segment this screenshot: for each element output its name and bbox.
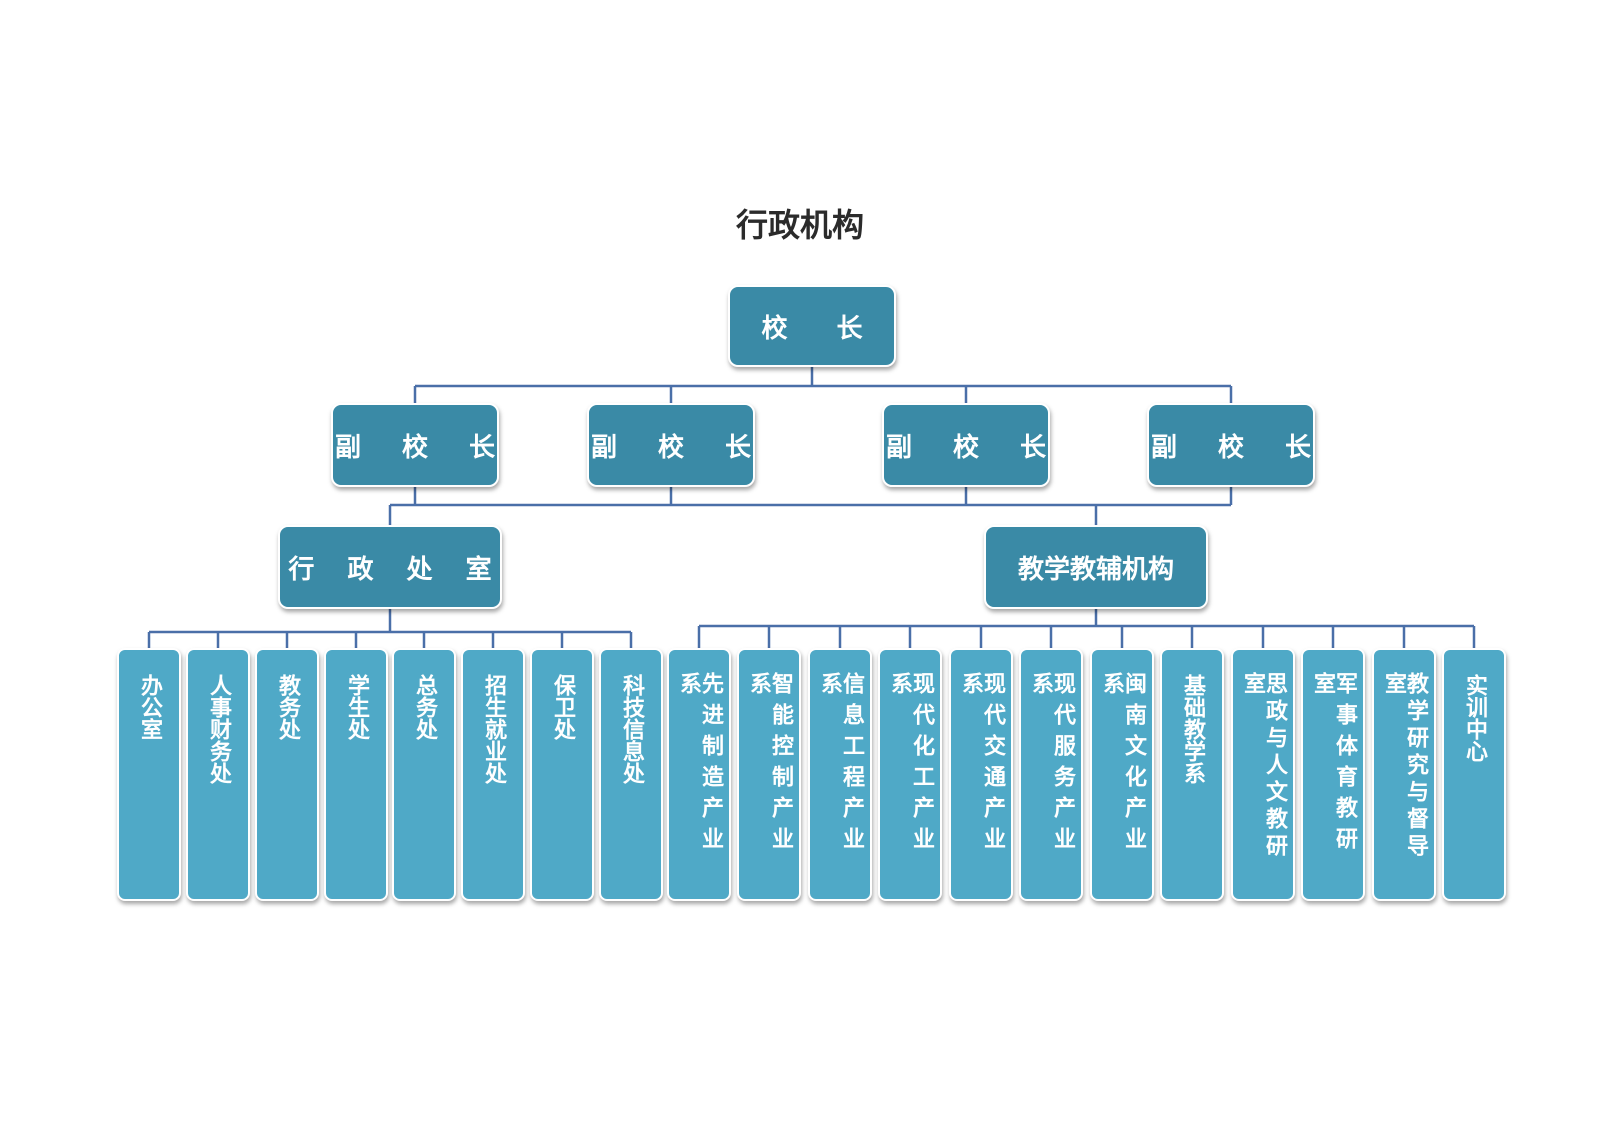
vice-principal-box: 副 校 长 <box>331 403 499 487</box>
teaching-unit-box: 基础教学系 <box>1160 648 1224 901</box>
teaching-unit-box: 实训中心 <box>1442 648 1506 901</box>
vice-principal-box: 副 校 长 <box>1147 403 1315 487</box>
teaching-unit-box: 信息工程产业系 <box>808 648 872 901</box>
admin-unit-box: 总务处 <box>392 648 456 901</box>
teaching-unit-box: 现代交通产业系 <box>949 648 1013 901</box>
admin-unit-box: 人事财务处 <box>186 648 250 901</box>
vice-principal-box: 副 校 长 <box>882 403 1050 487</box>
teaching-unit-box: 智能控制产业系 <box>737 648 801 901</box>
admin-unit-box: 科技信息处 <box>599 648 663 901</box>
teaching-unit-box: 现代服务产业系 <box>1019 648 1083 901</box>
teaching-unit-box: 军事体育教研室 <box>1301 648 1365 901</box>
principal-box: 校 长 <box>728 285 896 367</box>
teaching-unit-box: 闽南文化产业系 <box>1090 648 1154 901</box>
teaching-unit-box: 思政与人文教研室 <box>1231 648 1295 901</box>
teaching-group-box: 教学教辅机构 <box>984 525 1208 609</box>
admin-unit-box: 教务处 <box>255 648 319 901</box>
teaching-unit-box: 现代化工产业系 <box>878 648 942 901</box>
admin-unit-box: 学生处 <box>324 648 388 901</box>
admin-unit-box: 办公室 <box>117 648 181 901</box>
admin-unit-box: 保卫处 <box>530 648 594 901</box>
vice-principal-box: 副 校 长 <box>587 403 755 487</box>
teaching-unit-box: 先进制造产业系 <box>667 648 731 901</box>
teaching-unit-box: 教学研究与督导室 <box>1372 648 1436 901</box>
chart-title: 行政机构 <box>735 206 864 244</box>
admin-unit-box: 招生就业处 <box>461 648 525 901</box>
admin-group-box: 行 政 处 室 <box>278 525 502 609</box>
